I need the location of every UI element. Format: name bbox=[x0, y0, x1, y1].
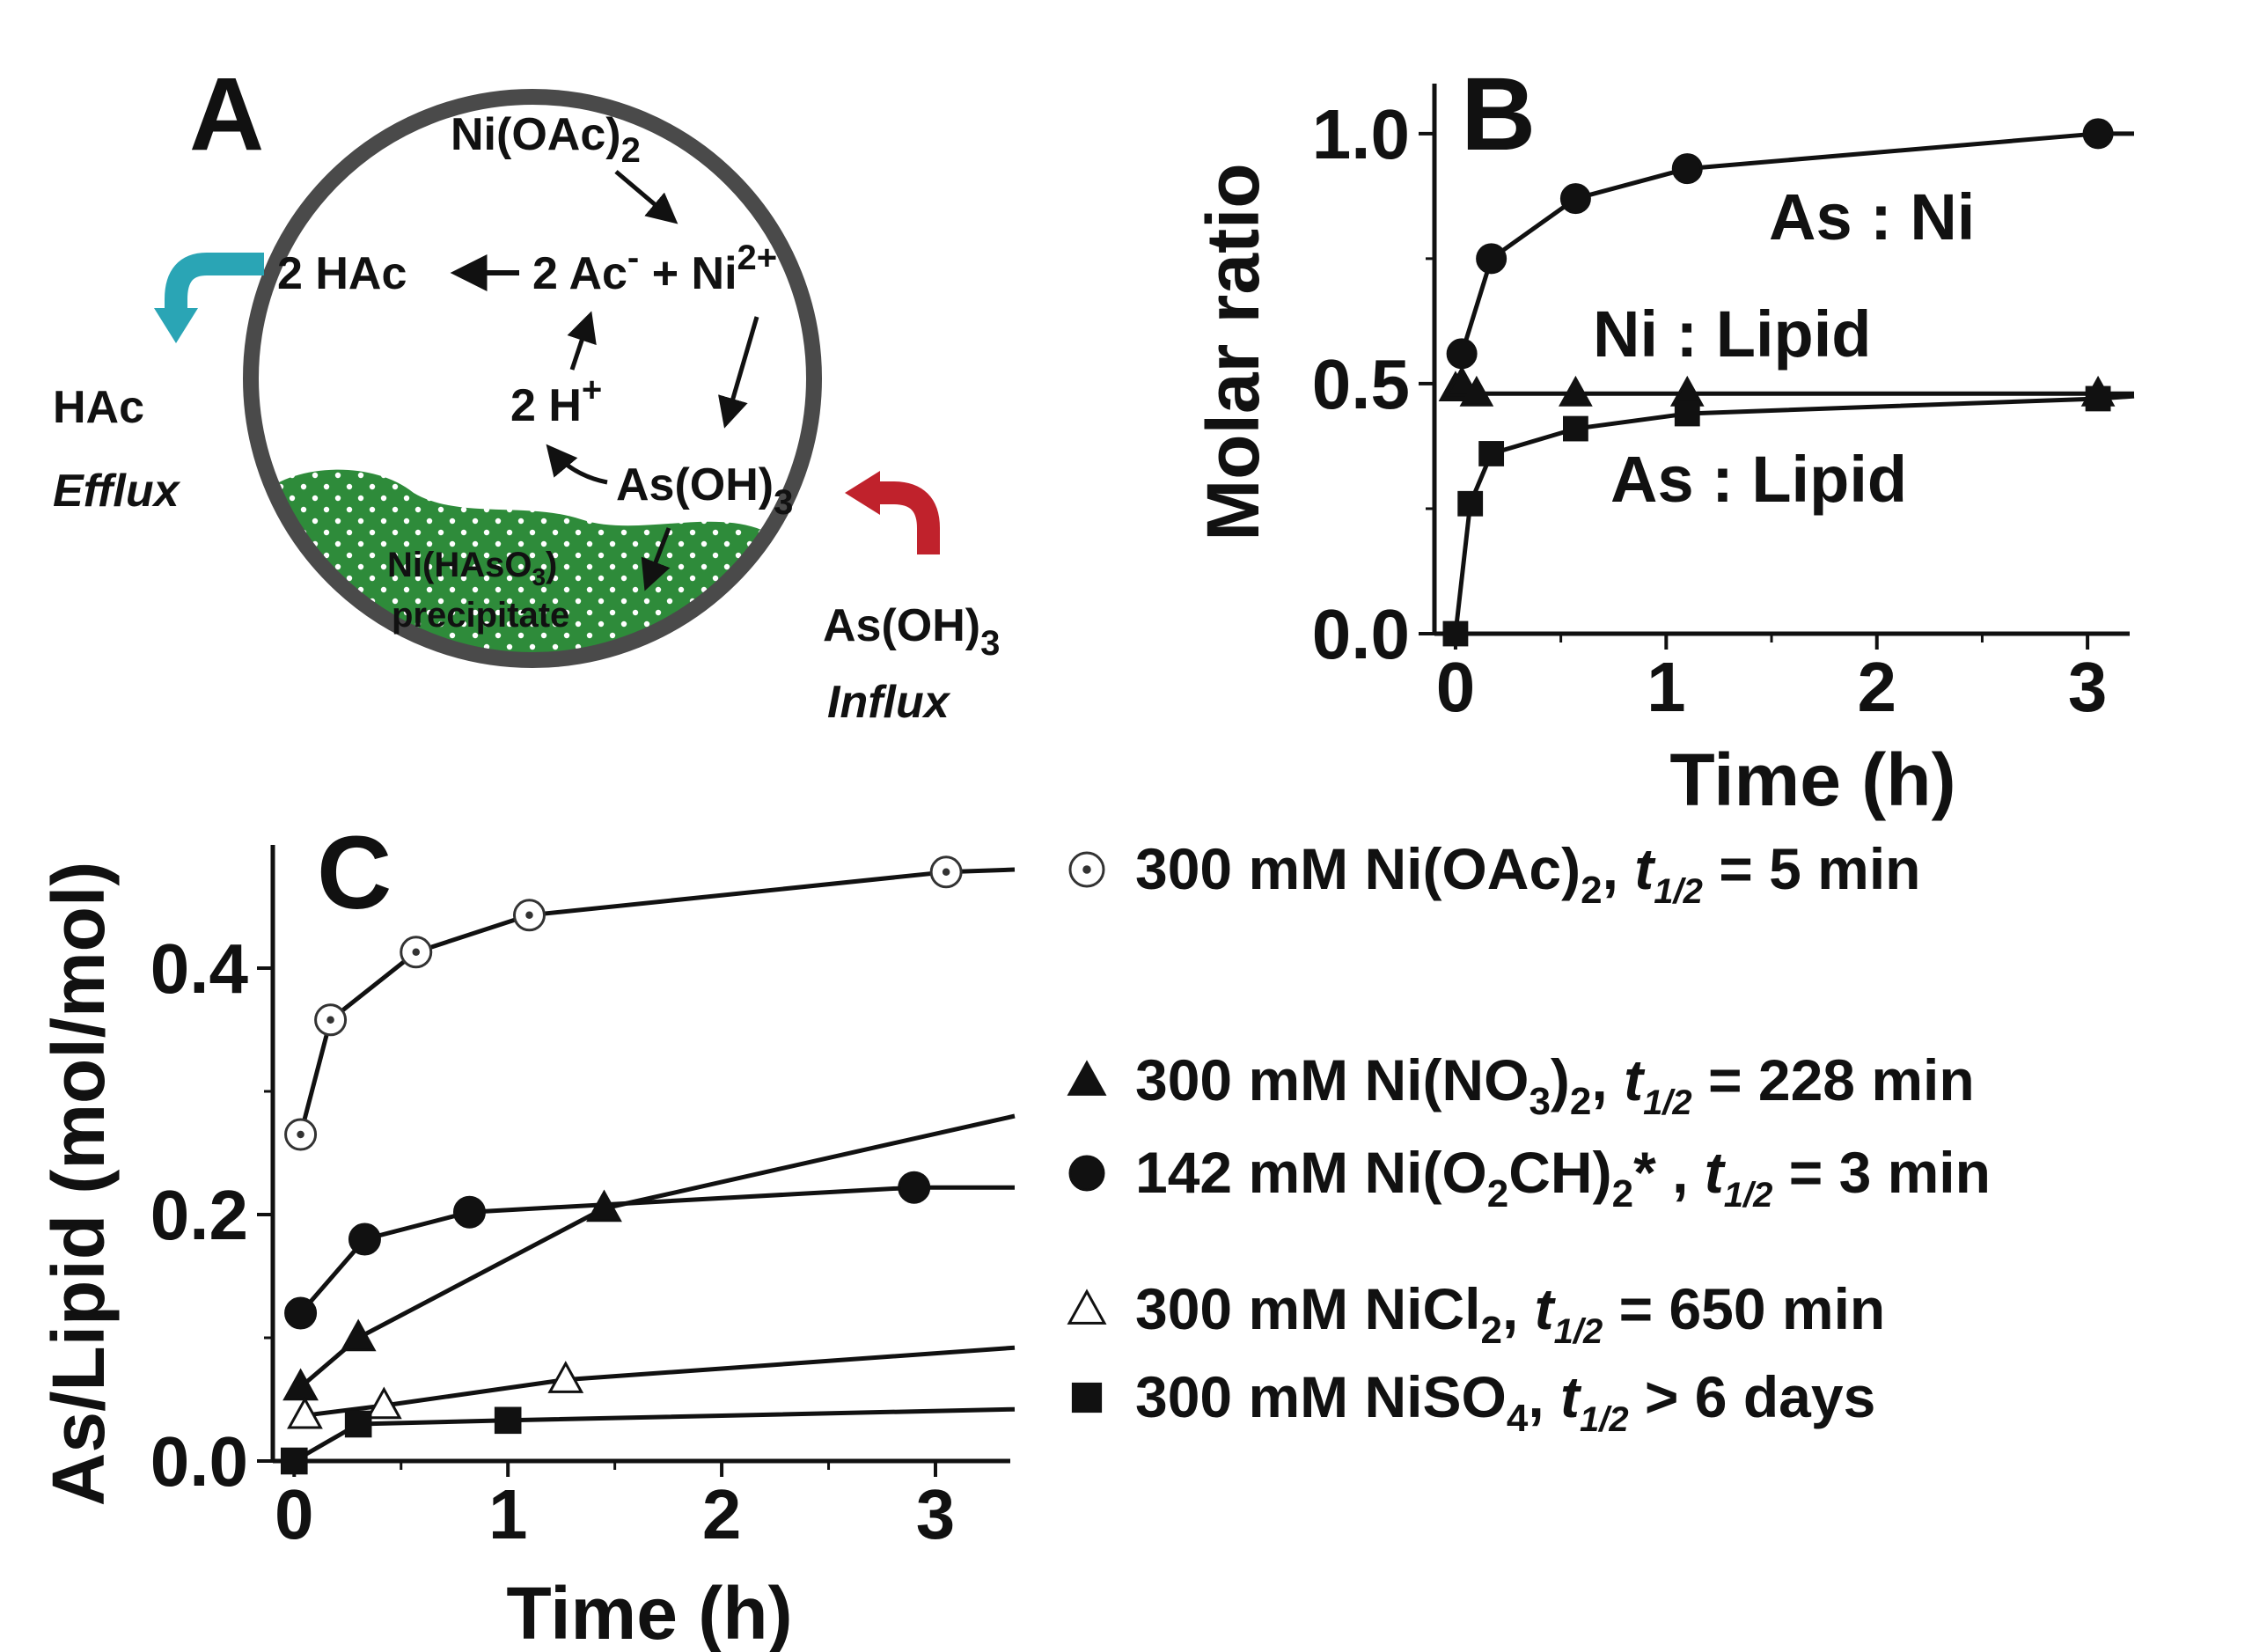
panel-b-x-tick-label: 3 bbox=[2068, 648, 2108, 726]
panel-b-x-tick-label: 2 bbox=[1857, 648, 1896, 726]
panel-c-y-tick-label: 0.2 bbox=[150, 1176, 248, 1254]
panel-c-series-3-point bbox=[284, 1296, 318, 1330]
panel-c-series-2-point bbox=[340, 1318, 377, 1352]
hac2-label: 2 HAc bbox=[277, 248, 407, 299]
h-plus-label: 2 H+ bbox=[510, 371, 602, 431]
panel-c-xlabel: Time (h) bbox=[506, 1572, 792, 1652]
precipitate-label-1: Ni(HAsO3) bbox=[387, 546, 557, 591]
panel-b-series-3-point bbox=[1562, 415, 1588, 442]
panel-c-series-4-point bbox=[287, 1396, 323, 1429]
panel-c-series-5-point bbox=[280, 1447, 308, 1475]
panel-c-series-3-point bbox=[348, 1222, 381, 1256]
panel-c-series-1-point-dot bbox=[297, 1130, 304, 1139]
arrow-h-up bbox=[567, 311, 597, 371]
efflux-arrowhead bbox=[154, 308, 198, 343]
panel-b-x-tick-label: 0 bbox=[1436, 648, 1476, 726]
panel-c-series-line-2 bbox=[298, 1113, 1016, 1389]
legend-marker-2 bbox=[1067, 1060, 1107, 1096]
panel-b-series-1-point bbox=[1559, 183, 1591, 215]
efflux-label: Efflux bbox=[53, 466, 181, 517]
panel-b-y-tick-label: 0.0 bbox=[1312, 595, 1410, 673]
panel-b-label-as-lipid: As : Lipid bbox=[1610, 443, 1907, 516]
panel-b-letter: B bbox=[1461, 56, 1536, 173]
membrane-circle bbox=[243, 89, 822, 668]
panel-b-series-3-point bbox=[1674, 400, 1700, 427]
panel-c-series-1-point-dot bbox=[942, 868, 950, 877]
panel-b-series-line-2 bbox=[1454, 381, 2134, 396]
asoh3-outside-label: As(OH)3 bbox=[823, 600, 1000, 663]
panel-a-letter: A bbox=[189, 56, 264, 173]
panel-b-label-as-ni: As : Ni bbox=[1769, 180, 1975, 253]
panel-c-series-3-point bbox=[898, 1171, 931, 1204]
influx-arrow bbox=[871, 481, 940, 554]
arrow-asoh3-to-h bbox=[546, 444, 608, 485]
panel-b-series-1-point bbox=[1476, 243, 1507, 275]
legend-marker-5 bbox=[1071, 1382, 1103, 1413]
influx-arrowhead bbox=[845, 471, 880, 515]
legend-item-4: 300 mM NiCl2, t1/2 = 650 min bbox=[1135, 1276, 1885, 1352]
panel-c-x-tick-label: 1 bbox=[488, 1475, 528, 1553]
panel-c-series-line-1 bbox=[298, 867, 1016, 1135]
influx-label: Influx bbox=[827, 677, 951, 728]
arrow-ni-down bbox=[718, 316, 759, 429]
panel-c-series-1-point-dot bbox=[412, 948, 420, 957]
panel-c-series-1-point-dot bbox=[326, 1016, 334, 1024]
panel-c-series-5-point bbox=[344, 1410, 372, 1438]
arrow-to-precipitate bbox=[641, 527, 671, 591]
panel-b-series-3-point bbox=[1457, 490, 1484, 517]
legend-marker-1-dot bbox=[1082, 865, 1091, 874]
legend-item-5: 300 mM NiSO4, t1/2 > 6 days bbox=[1135, 1364, 1875, 1440]
asoh3-inside-label: As(OH)3 bbox=[616, 459, 793, 522]
panel-c-series-2-point bbox=[586, 1189, 622, 1222]
panel-c-series-4-point bbox=[365, 1386, 402, 1420]
legend-marker-3 bbox=[1068, 1155, 1105, 1192]
arrow-ni-oac2-down bbox=[614, 170, 679, 224]
panel-a: A Ni(OAc)2 2 HAc 2 Ac- + Ni2+ 2 H+ As(OH… bbox=[53, 56, 1000, 728]
panel-b-series-2-point bbox=[1444, 365, 1479, 397]
panel-c-series-1-point-dot bbox=[525, 911, 533, 920]
ac-ni-label: 2 Ac- + Ni2+ bbox=[532, 239, 777, 299]
panel-b-series-1-point bbox=[2082, 118, 2114, 150]
panel-c: C As/Lipid (mol/mol) Time (h) 0 1 2 3 0.0 0.2… bbox=[37, 815, 1016, 1652]
panel-c-x-tick-label: 3 bbox=[916, 1475, 956, 1553]
panel-b: B Molar ratio Time (h) As : Ni Ni : Lipi… bbox=[1192, 56, 2135, 821]
panel-b-series-2-point bbox=[1559, 375, 1593, 407]
ni-oac2-label: Ni(OAc)2 bbox=[451, 109, 641, 170]
panel-b-label-ni-lipid: Ni : Lipid bbox=[1593, 297, 1872, 371]
panel-c-y-tick-label: 0.0 bbox=[150, 1422, 248, 1501]
panel-b-y-tick-label: 0.5 bbox=[1312, 345, 1410, 423]
panel-b-xlabel: Time (h) bbox=[1669, 738, 1955, 821]
panel-c-x-tick-label: 2 bbox=[702, 1475, 742, 1553]
panel-b-ylabel: Molar ratio bbox=[1192, 163, 1274, 540]
panel-c-legend: 300 mM Ni(OAc)2, t1/2 = 5 min 300 mM Ni(N… bbox=[1067, 836, 1991, 1440]
panel-b-series-3-point bbox=[1478, 441, 1505, 466]
panel-c-series-line-3 bbox=[298, 1185, 1015, 1315]
panel-c-series-4-point bbox=[547, 1361, 584, 1393]
panel-b-series-2-point bbox=[1459, 375, 1494, 407]
panel-c-series-3-point bbox=[452, 1195, 486, 1229]
legend-item-2: 300 mM Ni(NO3)2, t1/2 = 228 min bbox=[1135, 1047, 1975, 1123]
panel-c-series-2-point bbox=[282, 1368, 319, 1401]
hac-outside-label: HAc bbox=[53, 382, 144, 433]
panel-c-ylabel: As/Lipid (mol/mol) bbox=[37, 862, 120, 1507]
legend-marker-4 bbox=[1067, 1289, 1107, 1325]
panel-c-series-line-4 bbox=[304, 1345, 1016, 1418]
panel-c-x-tick-label: 0 bbox=[275, 1475, 314, 1553]
panel-c-series-line-5 bbox=[293, 1406, 1016, 1464]
panel-b-series-1-point bbox=[1671, 153, 1703, 185]
efflux-arrow bbox=[165, 253, 264, 317]
panel-c-y-tick-label: 0.4 bbox=[150, 929, 249, 1008]
panel-b-y-tick-label: 1.0 bbox=[1312, 95, 1410, 173]
panel-b-series-1-point bbox=[1446, 338, 1478, 370]
panel-c-letter: C bbox=[317, 815, 392, 931]
panel-b-x-tick-label: 1 bbox=[1647, 648, 1686, 726]
legend-item-1: 300 mM Ni(OAc)2, t1/2 = 5 min bbox=[1135, 836, 1921, 912]
panel-b-series-3-point bbox=[2085, 385, 2111, 412]
precipitate-label-2: precipitate bbox=[392, 596, 569, 635]
legend-item-3: 142 mM Ni(O2CH)2* , t1/2 = 3 min bbox=[1135, 1140, 1991, 1215]
panel-b-series-3-point bbox=[1442, 620, 1469, 647]
panel-c-series-5-point bbox=[494, 1406, 522, 1435]
